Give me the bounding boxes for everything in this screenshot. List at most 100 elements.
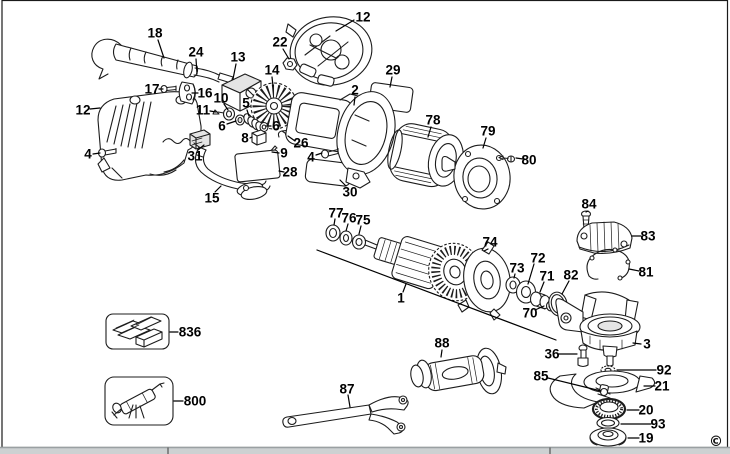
part-number-label-36-screw: 36 [544, 347, 560, 362]
part-number-label-4-screw: 4 [84, 147, 92, 162]
part-number-label-1-armature: 1 [397, 291, 405, 306]
leader-line-10-washer [223, 103, 229, 111]
part-number-label-5-spring: 5 [242, 96, 250, 111]
leader-line-13-switch-block [232, 63, 237, 80]
part-screw-80 [498, 155, 516, 163]
part-side-handle-88 [410, 347, 507, 395]
part-grommet-22 [282, 57, 298, 71]
part-flange-19 [589, 427, 627, 447]
part-number-label-29-nameplate-label: 29 [385, 63, 400, 78]
leader-line-11-pin [209, 110, 217, 113]
part-number-label-18-cord-protector: 18 [147, 26, 163, 41]
part-number-label-70-ring: 70 [522, 306, 537, 321]
leader-line-4-screw [92, 152, 101, 155]
leader-line-71-sleeve [539, 281, 545, 293]
bottom-bar [0, 446, 730, 454]
part-screw-36 [577, 344, 589, 368]
part-number-label-76-washer: 76 [341, 211, 357, 226]
part-screw-4a [97, 147, 117, 158]
part-number-label-73-washer: 73 [509, 261, 525, 276]
leader-line-3-gear-case [632, 342, 642, 345]
part-washer-93 [596, 416, 620, 430]
leader-line-8-brush-holder [249, 136, 253, 139]
leader-line-85-guard-clamp-lever [547, 377, 602, 392]
leader-line-12-housing-cover [89, 107, 101, 110]
part-number-label-6-washer: 6 [272, 119, 280, 134]
leader-line-29-nameplate-label [389, 76, 393, 88]
leader-line-78-field [427, 126, 432, 138]
part-number-label-16-cord-clamp: 16 [197, 86, 213, 101]
part-number-label-82-o-ring: 82 [563, 268, 578, 283]
leader-line-12-brush-ring-assembly [335, 19, 355, 32]
part-number-label-9-screw: 9 [280, 146, 288, 161]
leader-line-5-spring [246, 109, 250, 117]
part-number-label-836-service-kit: 836 [179, 325, 202, 340]
part-number-label-79-bearing-flange: 79 [480, 124, 495, 139]
part-number-label-13-switch-block: 13 [230, 50, 246, 65]
part-number-label-72-bearing: 72 [530, 251, 545, 266]
part-spanner-wrench-87 [282, 395, 409, 435]
part-number-label-14-fan: 14 [264, 63, 280, 78]
part-cord-clamp-16 [178, 81, 196, 105]
part-number-label-22-grommet: 22 [272, 35, 287, 50]
part-fan-14 [250, 82, 298, 130]
bottom-bar-ticks [167, 447, 551, 454]
part-number-label-84-screw: 84 [581, 197, 597, 212]
part-number-label-17-screw: 17 [144, 82, 159, 97]
part-number-label-12-brush-ring-assembly: 12 [355, 10, 370, 25]
part-number-label-6-washer: 6 [218, 119, 226, 134]
part-number-label-24-power-cord: 24 [188, 45, 204, 60]
leader-line-6-washer [226, 120, 237, 125]
part-number-label-10-washer: 10 [213, 91, 228, 106]
leader-line-74-baffle [483, 248, 489, 252]
leader-line-81-gasket [628, 268, 640, 272]
leader-line-18-cord-protector [157, 39, 165, 59]
leader-line-70-ring [534, 305, 545, 311]
part-number-label-71-sleeve: 71 [539, 269, 555, 284]
part-brush-holder-8 [251, 129, 267, 146]
bracket-line-0 [316, 249, 557, 341]
leader-line-22-grommet [282, 48, 290, 60]
part-number-label-4-screw: 4 [307, 150, 315, 165]
part-number-label-800-grease-kit: 800 [184, 394, 207, 409]
part-washer-76 [339, 230, 353, 246]
leader-line-24-power-cord [195, 58, 198, 75]
part-number-label-75-bearing: 75 [355, 213, 371, 228]
part-number-label-85-guard-clamp-lever: 85 [533, 369, 549, 384]
part-number-label-81-gasket: 81 [638, 265, 654, 280]
part-grease-kit-800 [104, 376, 174, 426]
part-number-label-3-gear-case: 3 [643, 337, 651, 352]
part-number-label-87-spanner-wrench: 87 [339, 382, 354, 397]
part-number-label-2-field-case: 2 [351, 83, 359, 98]
part-washer-10 [222, 107, 236, 121]
part-number-label-80-screw: 80 [521, 153, 536, 168]
leader-line-26-clip [287, 135, 296, 142]
leader-line-88-side-handle [440, 349, 443, 358]
part-gear-case-3 [555, 291, 641, 367]
part-number-label-93-washer: 93 [650, 417, 666, 432]
part-screw-4b [320, 147, 339, 159]
leader-line-15-lock-lever [214, 185, 222, 193]
part-field-case-2 [285, 91, 396, 189]
leader-line-2-field-case [353, 96, 356, 106]
part-number-label-19-flange: 19 [638, 431, 653, 446]
part-number-label-28-label: 28 [282, 165, 298, 180]
leader-line-79-bearing-flange [482, 137, 487, 149]
part-housing-cover-12 [97, 91, 202, 181]
part-number-label-15-lock-lever: 15 [204, 191, 220, 206]
part-washer-6b [259, 121, 269, 133]
part-gear-cover-83 [576, 221, 633, 254]
leader-line-84-screw [585, 210, 589, 213]
part-number-label-12-housing-cover: 12 [75, 103, 90, 118]
part-flange-20 [591, 397, 627, 421]
leader-line-4-screw [315, 152, 323, 156]
part-number-label-11-pin: 11 [196, 103, 211, 118]
leader-line-82-o-ring [561, 280, 570, 295]
part-label-sticker-28 [234, 149, 281, 183]
leader-line-14-fan [271, 76, 274, 87]
part-bearing-75 [351, 234, 367, 250]
leader-line-9-screw [271, 151, 280, 154]
bottom-bar-fill [0, 447, 730, 454]
